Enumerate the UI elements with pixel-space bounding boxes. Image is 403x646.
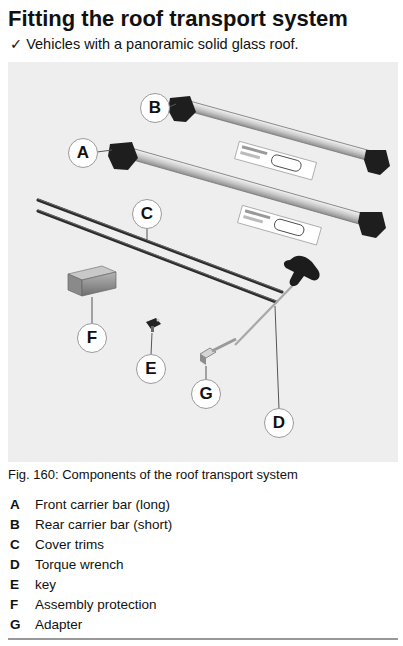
part-name: Front carrier bar (long) (35, 497, 170, 513)
leader-line (92, 104, 279, 409)
callout-circle: B (140, 93, 170, 123)
rule-line (8, 639, 398, 640)
key-letter: F (10, 597, 18, 613)
note-text: ✓ Vehicles with a panoramic solid glass … (10, 36, 299, 53)
key-letter: G (10, 617, 21, 633)
callout-circle: A (68, 138, 98, 168)
key-part (146, 318, 161, 332)
callout-letter: B (149, 98, 161, 118)
assembly-protection (68, 266, 116, 296)
page-title: Fitting the roof transport system (8, 6, 348, 31)
callout-letter: G (199, 384, 212, 404)
key-letter: D (10, 557, 20, 573)
callout-letter: E (145, 359, 156, 379)
part-name: Assembly protection (35, 597, 157, 613)
rear-carrier-bar (168, 96, 390, 180)
torque-wrench (235, 256, 320, 345)
cover-trims (38, 199, 282, 302)
callout-circle: G (191, 379, 221, 409)
callout-letter: F (87, 328, 97, 348)
part-name: Rear carrier bar (short) (35, 517, 172, 533)
adapter-part (200, 339, 236, 365)
front-carrier-bar (108, 142, 386, 245)
key-letter: B (10, 517, 20, 533)
callout-circle: E (136, 354, 166, 384)
callout-letter: C (141, 204, 153, 224)
part-name: key (35, 577, 56, 593)
key-letter: C (10, 537, 20, 553)
part-name: Adapter (35, 617, 82, 633)
part-name: Torque wrench (35, 557, 124, 573)
figure-caption: Fig. 160: Components of the roof transpo… (8, 468, 298, 483)
figure-ground (8, 62, 398, 462)
key-letter: E (10, 577, 19, 593)
part-name: Cover trims (35, 537, 104, 553)
callout-letter: D (273, 413, 285, 433)
key-letter: A (10, 497, 20, 513)
callout-circle: D (264, 408, 294, 438)
callout-circle: C (132, 199, 162, 229)
callout-circle: F (77, 323, 107, 353)
callout-letter: A (77, 143, 89, 163)
